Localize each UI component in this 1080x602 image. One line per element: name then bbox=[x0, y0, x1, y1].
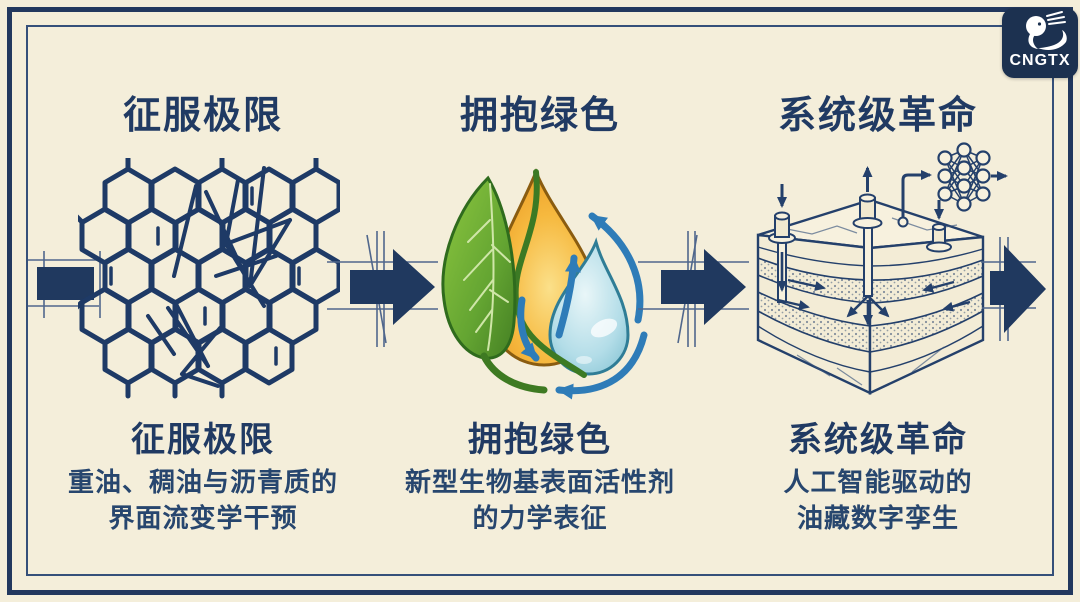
leaf-droplet-illustration bbox=[441, 168, 648, 400]
reservoir-digital-twin-illustration bbox=[756, 142, 1008, 395]
transition-arrow-1 bbox=[327, 231, 438, 347]
well-right bbox=[926, 223, 952, 253]
cngtx-logo: CNGTX bbox=[1002, 8, 1078, 78]
panel1-description-line2: 界面流变学干预 bbox=[108, 503, 298, 533]
well-middle bbox=[852, 193, 883, 229]
right-edge-arrow bbox=[982, 237, 1046, 341]
panel1-top-title: 征服极限 bbox=[122, 95, 283, 137]
panel2-description-line1: 新型生物基表面活性剂 bbox=[404, 467, 675, 497]
molecular-network-illustration bbox=[78, 158, 340, 399]
neural-network-icon bbox=[897, 142, 1008, 228]
panel3-top-title: 系统级革命 bbox=[777, 95, 978, 137]
panel3-description-line1: 人工智能驱动的 bbox=[783, 467, 973, 497]
panel1-description-line1: 重油、稠油与沥青质的 bbox=[67, 467, 338, 497]
left-edge-arrow bbox=[28, 251, 101, 318]
panel3-description-line2: 油藏数字孪生 bbox=[796, 503, 959, 533]
transition-arrow-2 bbox=[638, 231, 749, 347]
panel2-top-title: 拥抱绿色 bbox=[459, 95, 620, 137]
panel1-description: 重油、稠油与沥青质的 界面流变学干预 bbox=[58, 464, 348, 536]
logo-text: CNGTX bbox=[1009, 52, 1071, 69]
panel2-description: 新型生物基表面活性剂 的力学表征 bbox=[395, 464, 685, 536]
panel3-bottom-title: 系统级革命 bbox=[788, 421, 968, 459]
pan2-description-line2: 的力学表征 bbox=[472, 503, 608, 533]
lion-logo-icon bbox=[1026, 11, 1067, 50]
panel2-bottom-title: 拥抱绿色 bbox=[468, 421, 612, 459]
panel3-description: 人工智能驱动的 油藏数字孪生 bbox=[728, 464, 1028, 536]
panel1-bottom-title: 征服极限 bbox=[131, 421, 275, 459]
well-left bbox=[768, 211, 796, 303]
